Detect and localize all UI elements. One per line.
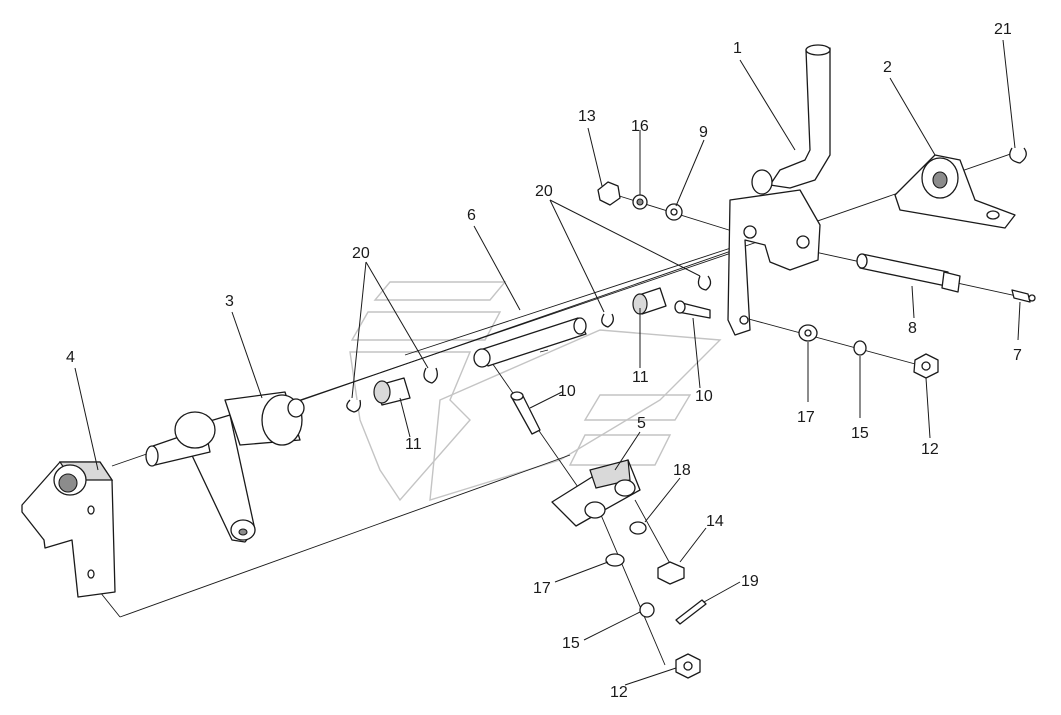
callout-5: 5	[637, 415, 646, 432]
lock-washer-part-15-lower	[639, 602, 655, 618]
callout-1: 1	[733, 40, 742, 57]
washer-part-9	[665, 203, 683, 221]
callout-12-lower: 12	[610, 684, 628, 701]
callout-11-right: 11	[632, 369, 649, 386]
callout-19: 19	[741, 573, 759, 590]
bushing-part-11-right	[632, 287, 667, 315]
castle-nut-part-14	[657, 561, 685, 585]
bushing-part-11-left	[373, 377, 411, 406]
callout-6: 6	[467, 207, 476, 224]
grease-fitting-part-7	[1011, 289, 1036, 303]
callout-15-right: 15	[851, 425, 869, 442]
callout-11-left: 11	[405, 436, 422, 453]
callout-4: 4	[66, 349, 75, 366]
callout-17-right: 17	[797, 409, 815, 426]
hinge-bracket-part-2	[894, 154, 1016, 229]
pin-part-10-upper	[674, 300, 711, 319]
callout-9: 9	[699, 124, 708, 141]
callout-leaders	[74, 39, 1021, 686]
snap-ring-part-21	[1009, 147, 1027, 164]
nut-part-12-right	[913, 353, 939, 379]
pin-part-10-lower	[510, 391, 541, 435]
callout-labels: 1 2 3 4 5 6 7 8 9 10 10 11 11 12 12 13 1…	[66, 21, 1022, 701]
callout-16: 16	[631, 118, 649, 135]
callout-8: 8	[908, 320, 917, 337]
washer-part-17-right	[798, 324, 818, 342]
callout-3: 3	[225, 293, 234, 310]
callout-2: 2	[883, 59, 892, 76]
lock-washer-part-15-right	[853, 340, 867, 356]
callout-15-lower: 15	[562, 635, 580, 652]
washer-part-18	[629, 521, 647, 535]
callout-20-left: 20	[352, 245, 370, 262]
callout-10-lower: 10	[558, 383, 576, 400]
callout-14: 14	[706, 513, 724, 530]
washer-part-17-lower	[605, 553, 625, 567]
callout-21: 21	[994, 21, 1012, 38]
bracket-part-4	[21, 461, 116, 598]
nut-part-12-lower	[675, 653, 701, 679]
fork-part-5	[551, 459, 641, 527]
snap-ring-20-left	[346, 367, 438, 413]
callout-7: 7	[1013, 347, 1022, 364]
callout-10-upper: 10	[695, 388, 713, 405]
nut-part-13	[597, 181, 621, 206]
watermark-logo	[349, 281, 722, 502]
callout-13: 13	[578, 108, 596, 125]
bolt-part-8	[856, 253, 961, 293]
callout-12-right: 12	[921, 441, 939, 458]
pedal-arm-part-1	[727, 44, 831, 336]
callout-18: 18	[673, 462, 691, 479]
snap-ring-20-mid	[601, 275, 712, 328]
callout-20-mid: 20	[535, 183, 553, 200]
washer-part-16	[632, 194, 648, 210]
lever-part-3	[145, 391, 305, 543]
callout-17-lower: 17	[533, 580, 551, 597]
shaft-part-6	[473, 317, 587, 368]
cotter-pin-part-19	[675, 599, 707, 625]
